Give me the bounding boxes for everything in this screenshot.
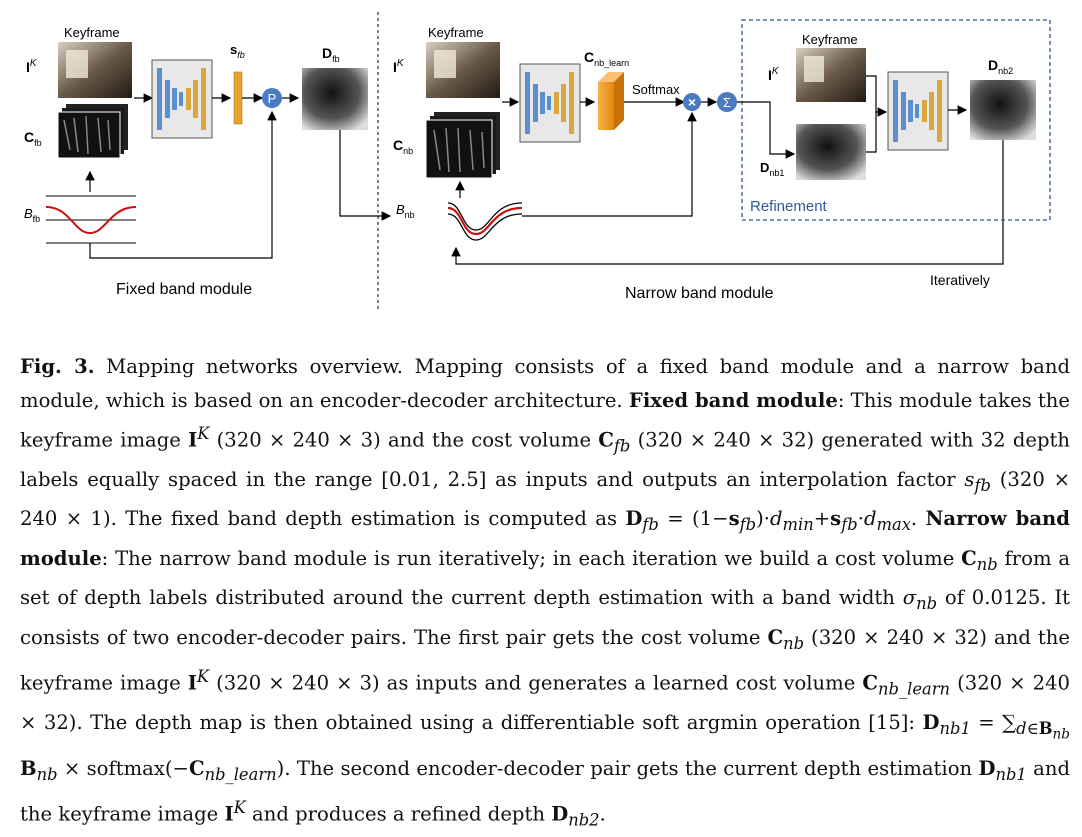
narrow-keyframe-label: Keyframe [428, 25, 484, 40]
fixed-keyframe-label: Keyframe [64, 25, 120, 40]
caption-narrow-text-2: from a set of depth labels distributed a… [20, 546, 1071, 610]
refinement-border [741, 19, 1051, 221]
fixed-encoder-decoder [151, 59, 213, 139]
refine-keyframe-label: Keyframe [802, 32, 858, 47]
caption-dim-cnb: (320 × 240 × 32) and the keyframe image [20, 625, 1070, 695]
figure-label: Fig. 3. [20, 355, 95, 378]
caption-dim-ik-2: (320 × 240 × 3) as inputs and generates … [209, 671, 863, 695]
caption-dim-cnbl: (320 × 240 × 32). The depth map is then … [20, 671, 1071, 734]
refinement-title: Refinement [750, 198, 828, 215]
d-nb2-depth-map [970, 80, 1036, 140]
b-fb-symbol: Bfb [24, 206, 40, 224]
caption-narrow-text-3: of 0.0125. It consists of two encoder-de… [20, 586, 1070, 649]
narrow-band-heading: Narrow band module [20, 507, 1070, 570]
narrow-image-symbol: IK [393, 58, 405, 75]
d-fb-depth-map [302, 68, 368, 130]
caption-dim-cfb: (320 × 240 × 32) generated with 32 depth… [20, 428, 1070, 491]
figure-caption: Fig. 3. Mapping networks overview. Mappi… [20, 350, 1070, 837]
p-operator [262, 88, 282, 108]
d-nb2-symbol: Dnb2 [988, 57, 1013, 76]
d-fb-symbol: Dfb [322, 45, 340, 64]
narrow-module-title: Narrow band module [625, 285, 774, 302]
fixed-band-module: Keyframe IK Cfb sfb P Dfb [24, 25, 368, 298]
caption-dim-sfb: (320 × 240 × 1). The fixed band depth es… [20, 467, 1070, 531]
fixed-cost-volume [57, 104, 128, 159]
caption-intro: Mapping networks overview. Mapping consi… [20, 355, 1071, 412]
refinement-block: Keyframe IK Dnb1 Dnb2 Refinement [737, 19, 1051, 221]
caption-final-3: and produces a refined depth [245, 802, 552, 826]
learned-cost-symbol: Cnb_learn [584, 49, 629, 68]
sum-operator-label: Σ [723, 95, 731, 110]
caption-final-4: . [599, 802, 606, 826]
narrow-encoder-decoder [519, 63, 581, 143]
multiply-operator-label: × [688, 94, 696, 110]
multiply-operator [683, 93, 701, 111]
refine-encoder-decoder [887, 71, 949, 151]
narrow-cost-symbol: Cnb [393, 137, 413, 156]
caption-paragraph: Fig. 3. Mapping networks overview. Mappi… [20, 355, 1071, 830]
learned-cost-volume [598, 72, 624, 130]
narrow-cost-volume [425, 112, 500, 179]
s-fb-symbol: sfb [230, 42, 245, 60]
caption-fixed-text-1: : This module takes the keyframe image [20, 388, 1071, 452]
narrow-band-plot [447, 202, 523, 241]
d-nb1-depth-map [796, 124, 866, 180]
caption-final-2: and the keyframe image [20, 756, 1070, 826]
b-nb-symbol: Bnb [396, 202, 415, 220]
fixed-cost-symbol: Cfb [24, 129, 42, 148]
sum-operator [717, 92, 737, 112]
fixed-band-plot [45, 195, 137, 244]
narrow-band-module: Keyframe IK Cnb Cnb_learn [339, 25, 1004, 302]
p-operator-label: P [268, 91, 277, 106]
s-fb-output [233, 71, 243, 125]
softmax-label: Softmax [632, 82, 680, 97]
caption-narrow-text-1: : The narrow band module is run iterativ… [101, 546, 962, 570]
fixed-band-heading: Fixed band module [628, 388, 838, 412]
fixed-module-title: Fixed band module [116, 281, 252, 298]
mapping-network-figure: Keyframe IK Cfb sfb P Dfb [24, 12, 1051, 310]
d-nb1-symbol: Dnb1 [760, 160, 784, 178]
caption-final-1: . The second encoder-decoder pair gets t… [284, 756, 979, 780]
refine-image-symbol: IK [768, 66, 780, 83]
iteratively-label: Iteratively [930, 272, 990, 288]
fixed-image-symbol: IK [26, 58, 38, 75]
caption-dim-ik-1: (320 × 240 × 3) and the cost volume [209, 428, 599, 452]
